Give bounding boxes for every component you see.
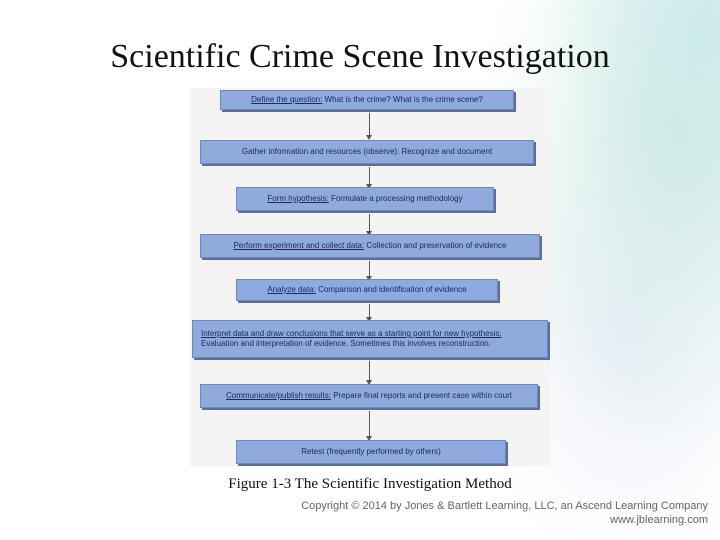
step-communicate-results: Communicate/publish results: Prepare fin… xyxy=(200,384,538,408)
arrow-6 xyxy=(366,361,372,385)
step-text: Collection and preservation of evidence xyxy=(364,241,507,250)
step-perform-experiment: Perform experiment and collect data: Col… xyxy=(200,234,540,258)
step-text: Gather information and resources (observ… xyxy=(241,147,493,156)
copyright-line: Copyright © 2014 by Jones & Bartlett Lea… xyxy=(301,500,708,512)
figure-caption: Figure 1-3 The Scientific Investigation … xyxy=(228,476,512,492)
step-interpret-data: Interpret data and draw conclusions that… xyxy=(192,320,548,358)
arrow-3 xyxy=(366,214,372,236)
step-text: What is the crime? What is the crime sce… xyxy=(322,95,483,104)
step-lead: Interpret data and draw conclusions that… xyxy=(201,329,502,338)
step-gather-information: Gather information and resources (observ… xyxy=(200,140,534,164)
step-lead: Form hypothesis: xyxy=(267,194,329,203)
step-define-question: Define the question: What is the crime? … xyxy=(220,90,514,110)
step-text: Prepare final reports and present case w… xyxy=(330,391,512,400)
step-text: Comparison and identification of evidenc… xyxy=(315,285,467,294)
step-lead: Analyze data: xyxy=(267,285,316,294)
step-lead: Communicate/publish results: xyxy=(226,391,331,400)
step-retest: Retest (frequently performed by others) xyxy=(236,440,506,464)
step-lead: Define the question: xyxy=(251,95,323,104)
arrow-2 xyxy=(366,167,372,189)
slide-title: Scientific Crime Scene Investigation xyxy=(110,38,610,75)
publisher-url: www.jblearning.com xyxy=(610,513,708,526)
arrow-5 xyxy=(366,304,372,322)
step-form-hypothesis: Form hypothesis: Formulate a processing … xyxy=(236,187,494,211)
arrow-7 xyxy=(366,411,372,441)
step-lead: Perform experiment and collect data: xyxy=(233,241,365,250)
arrow-4 xyxy=(366,261,372,281)
step-text: Evaluation and interpretation of evidenc… xyxy=(201,339,491,348)
copyright-notice: Copyright © 2014 by Jones & Bartlett Lea… xyxy=(301,500,708,528)
step-text: Formulate a processing methodology xyxy=(328,194,463,203)
arrow-1 xyxy=(366,113,372,140)
step-analyze-data: Analyze data: Comparison and identificat… xyxy=(236,279,498,301)
step-text: Retest (frequently performed by others) xyxy=(301,447,441,456)
flowchart-figure: Define the question: What is the crime? … xyxy=(190,88,550,466)
